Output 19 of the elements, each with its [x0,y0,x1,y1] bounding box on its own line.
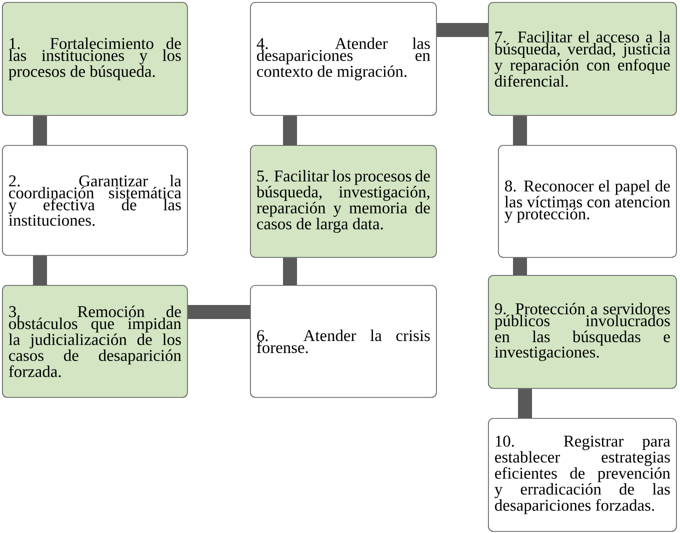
connector-bar [33,116,47,145]
connector-bar [518,388,532,418]
step-box: 6. Atender la crisis forense. [250,285,437,398]
step-box: 9. Protección a servidores públicos involucrados en las búsquedas e investigaciones. [488,275,677,389]
step-box: 3. Remoción de obstáculos que impidan la judicialización de los casos de desaparición forzada. [2,285,188,398]
step-box: 1. Fortalecimiento de las instituciones y los procesos de búsqueda. [2,2,188,116]
step-box: 8. Reconocer el papel de las víctimas con atencion y protección. [498,144,677,258]
step-box: 10. Registrar para establecer estrategias eficientes de prevención y erradicación de las desapariciones forzadas. [488,418,677,532]
step-box: 7. Facilitar el acceso a la búsqueda, verdad, justicia y reparación con enfoque diferencial. [488,2,677,116]
connector-bar [513,116,527,145]
connector-bar [33,256,47,285]
connector-bar [283,258,297,285]
step-box: 5. Facilitar los procesos de búsqueda, investigación, reparación y memoria de casos de larga data. [250,144,437,258]
step-box: 4. Atender las desapariciones en contexto de migración. [250,2,437,116]
connector-bar [513,258,527,275]
step-box: 2. Garantizar la coordinación sistemática y efectiva de las instituciones. [2,144,188,256]
connector-bar [436,23,488,37]
connector-bar [188,304,250,319]
connector-bar [283,116,297,145]
